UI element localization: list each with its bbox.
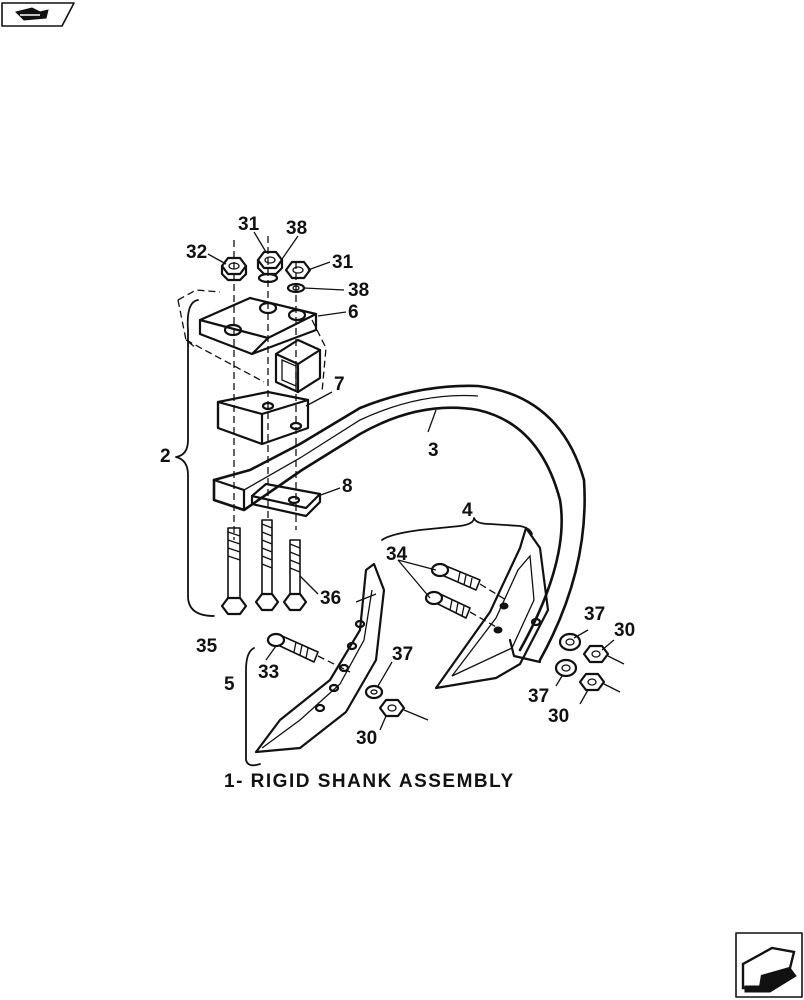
clamp-plate-top — [198, 296, 318, 356]
callout-labels: 31 38 32 31 38 6 7 2 3 8 4 34 36 35 5 33… — [160, 214, 635, 749]
angle-bracket-7 — [216, 390, 310, 446]
nut-31-right — [284, 260, 312, 280]
bolt-centerlines — [233, 236, 297, 540]
callout-38-top: 38 — [286, 218, 307, 239]
bolt-35 — [220, 527, 248, 616]
callout-38-right: 38 — [348, 280, 369, 301]
callout-2: 2 — [160, 446, 171, 467]
bolt-33 — [266, 632, 351, 673]
shovel-5 — [254, 562, 386, 754]
nut-30-shovel — [378, 698, 429, 721]
callout-36: 36 — [320, 588, 341, 609]
nut-31-left — [256, 250, 284, 276]
nut-30-lower — [578, 672, 621, 693]
callout-4: 4 — [462, 500, 473, 521]
callout-35: 35 — [196, 636, 218, 657]
callout-3: 3 — [428, 440, 439, 461]
next-page-button[interactable] — [735, 932, 803, 998]
bracket-5 — [245, 647, 261, 767]
clamp-plate-bottom — [250, 482, 322, 518]
callout-33: 33 — [258, 662, 279, 683]
bolt-36-left — [254, 519, 280, 612]
next-page-arrow-icon — [741, 946, 797, 993]
bolt-34-lower — [424, 590, 499, 629]
shank-3 — [212, 384, 586, 664]
callout-30-upper: 30 — [614, 620, 635, 641]
callout-7: 7 — [334, 374, 345, 395]
back-arrow-icon — [15, 7, 49, 21]
sweep-point-4 — [434, 526, 550, 690]
callout-31-right: 31 — [332, 252, 354, 273]
callout-32: 32 — [186, 242, 207, 263]
washer-37-upper — [558, 632, 582, 652]
callout-37-shovel: 37 — [392, 644, 413, 665]
bolt-34-upper — [430, 562, 507, 601]
callout-5: 5 — [224, 674, 235, 695]
callout-30-shovel: 30 — [356, 728, 377, 749]
washer-37-lower — [554, 658, 578, 678]
callout-8: 8 — [342, 476, 353, 497]
washer-37-shovel — [364, 684, 384, 700]
callout-34: 34 — [386, 544, 408, 565]
nut-30-upper — [582, 644, 625, 665]
diagram-caption: 1- RIGID SHANK ASSEMBLY — [224, 771, 515, 792]
back-arrow-button[interactable] — [1, 2, 75, 27]
callout-6: 6 — [348, 302, 359, 323]
callout-37-upper: 37 — [584, 604, 605, 625]
callout-30-lower: 30 — [548, 706, 569, 727]
bracket-4 — [381, 517, 533, 541]
bracket-2 — [175, 299, 215, 617]
leader-lines — [207, 231, 615, 731]
square-tube — [274, 338, 322, 394]
frame-bracket-dashed — [177, 289, 327, 393]
callout-37-lower: 37 — [528, 686, 549, 707]
callout-31-left: 31 — [238, 214, 260, 235]
bolt-36-right — [282, 539, 308, 612]
